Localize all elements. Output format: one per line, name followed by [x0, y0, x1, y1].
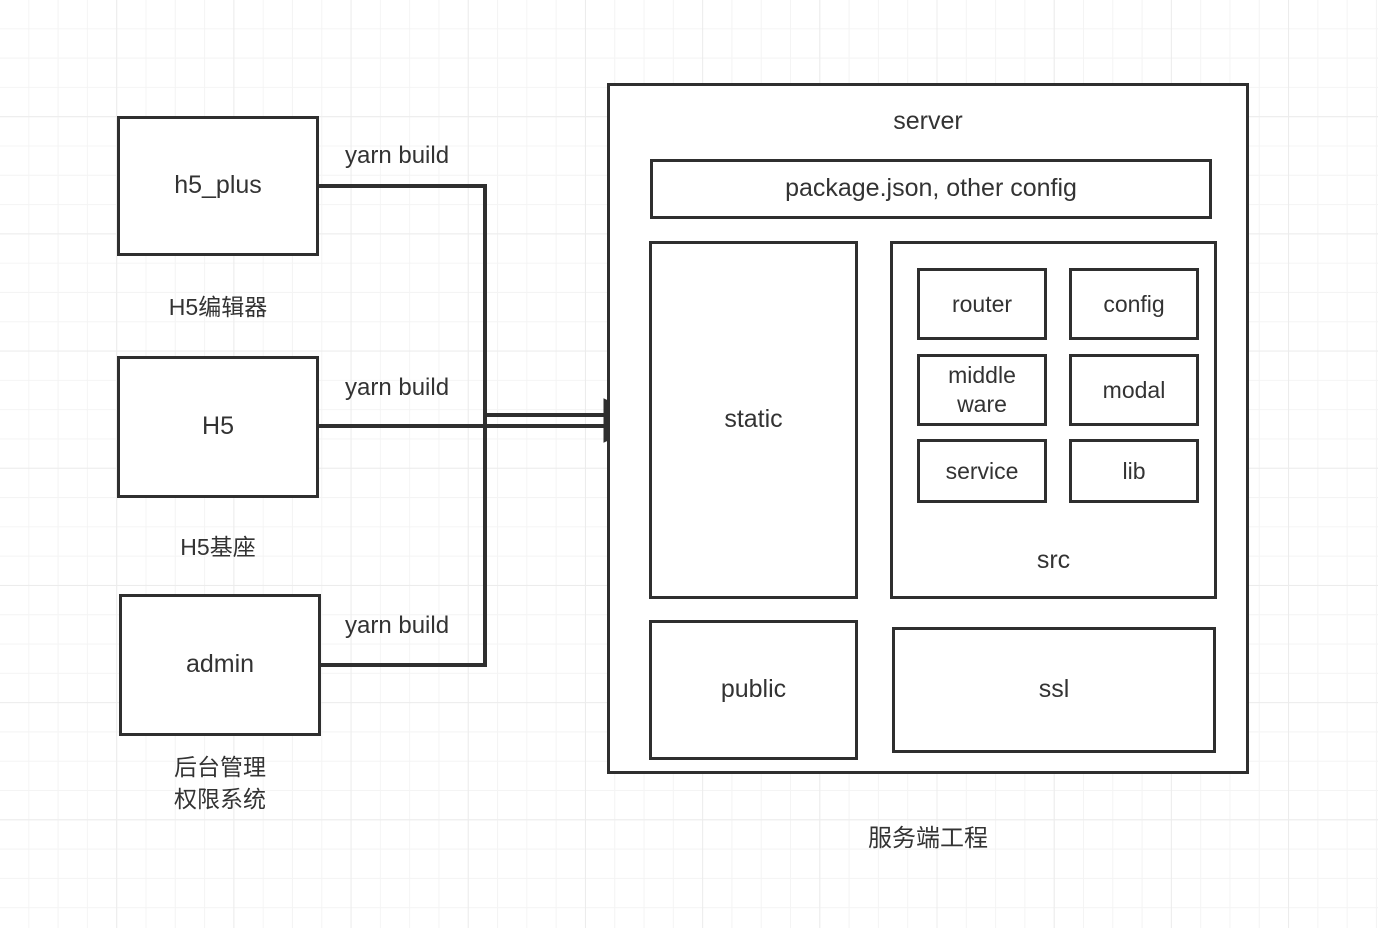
caption-h5: H5基座 [180, 534, 256, 560]
node-server-container[interactable]: server package.json, other config static… [607, 83, 1249, 774]
node-h5-plus-label: h5_plus [174, 171, 262, 200]
node-router[interactable]: router [917, 268, 1047, 340]
server-title: server [893, 107, 963, 135]
node-ssl[interactable]: ssl [892, 627, 1216, 753]
node-public-label: public [720, 675, 787, 704]
caption-h5-plus: H5编辑器 [168, 294, 268, 320]
node-public[interactable]: public [649, 620, 858, 760]
node-src-container[interactable]: router config middle ware modal service … [890, 241, 1217, 599]
node-admin-label: admin [185, 650, 255, 679]
node-router-label: router [951, 290, 1013, 317]
node-config[interactable]: config [1069, 268, 1199, 340]
node-h5[interactable]: H5 [117, 356, 319, 498]
node-service[interactable]: service [917, 439, 1047, 503]
node-h5-plus[interactable]: h5_plus [117, 116, 319, 256]
node-middleware[interactable]: middle ware [917, 354, 1047, 426]
node-lib-label: lib [1122, 457, 1146, 484]
node-package-config-label: package.json, other config [785, 174, 1077, 203]
edge-label-h5: yarn build [345, 374, 450, 401]
node-static[interactable]: static [649, 241, 858, 599]
node-ssl-label: ssl [1038, 675, 1070, 704]
node-config-label: config [1103, 290, 1165, 317]
node-modal[interactable]: modal [1069, 354, 1199, 426]
edge-label-h5-plus: yarn build [345, 142, 450, 169]
node-lib[interactable]: lib [1069, 439, 1199, 503]
node-static-label: static [724, 405, 783, 434]
node-service-label: service [945, 457, 1019, 484]
node-middleware-label: middle ware [948, 362, 1016, 417]
caption-admin: 后台管理 权限系统 [174, 754, 266, 812]
node-modal-label: modal [1102, 376, 1166, 403]
node-h5-label: H5 [202, 412, 234, 441]
src-title: src [1036, 545, 1071, 574]
edge-label-admin: yarn build [345, 612, 450, 639]
node-package-config[interactable]: package.json, other config [650, 159, 1212, 219]
caption-server: 服务端工程 [868, 825, 988, 852]
node-admin[interactable]: admin [119, 594, 321, 736]
